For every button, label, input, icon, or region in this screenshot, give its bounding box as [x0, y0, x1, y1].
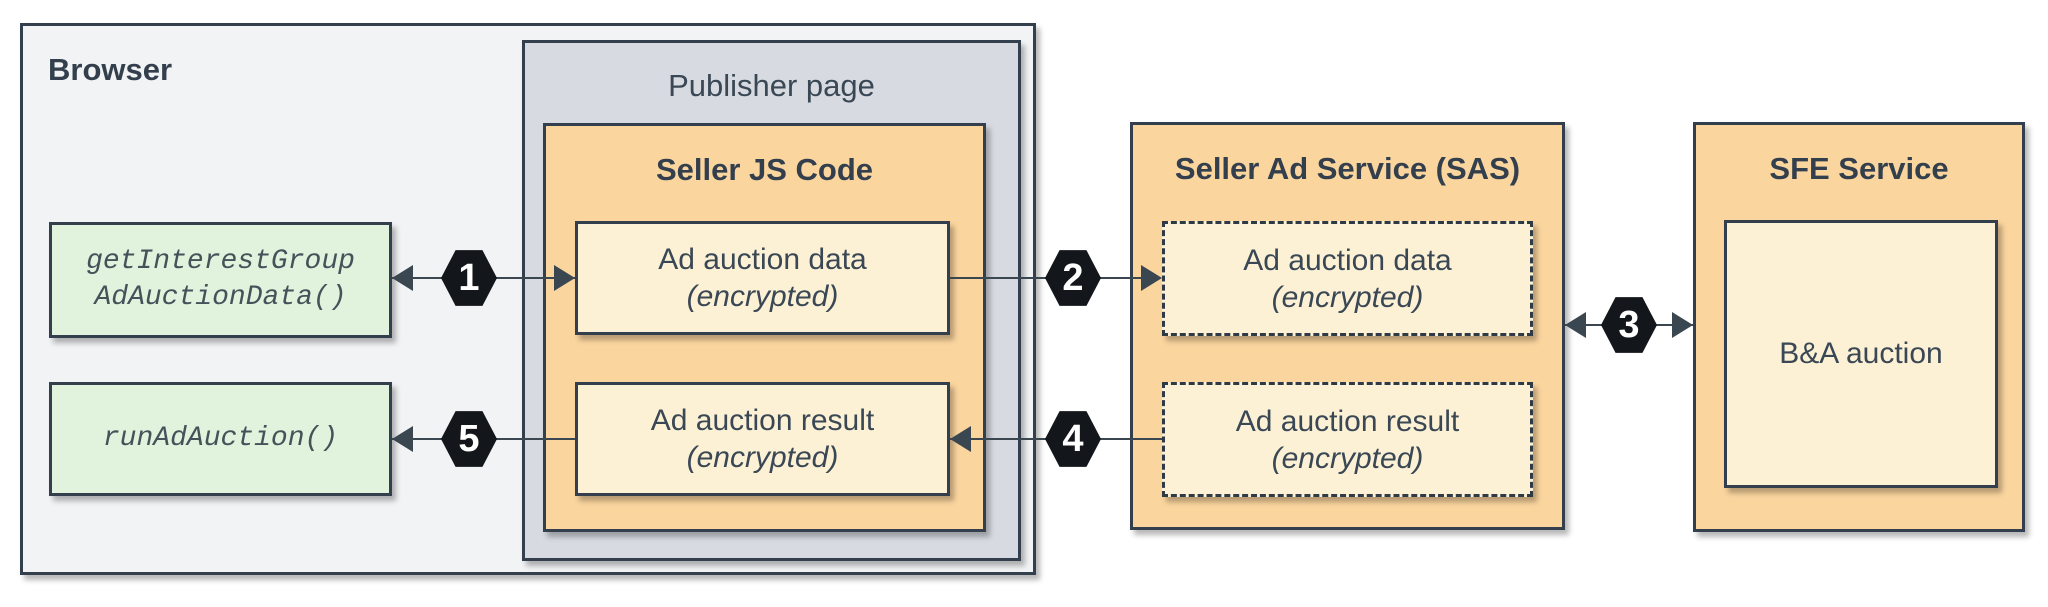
arrowhead-left-icon	[392, 265, 413, 291]
js-ad-auction-data-line2: (encrypted)	[686, 280, 839, 313]
arrowhead-left-icon	[1565, 312, 1586, 338]
sas-ad-auction-data-box: Ad auction data (encrypted)	[1162, 221, 1533, 336]
step-4-hexagon: 4	[1045, 411, 1101, 467]
step-5-number: 5	[458, 417, 480, 460]
step-3-number: 3	[1618, 303, 1640, 346]
sas-ad-auction-result-box: Ad auction result (encrypted)	[1162, 382, 1533, 497]
js-ad-auction-result-box: Ad auction result (encrypted)	[575, 382, 950, 496]
step-2-hexagon: 2	[1045, 250, 1101, 306]
ba-auction-box: B&A auction	[1724, 220, 1998, 488]
arrowhead-right-icon	[1672, 312, 1693, 338]
js-ad-auction-data-box: Ad auction data (encrypted)	[575, 221, 950, 335]
seller-ad-service-title: Seller Ad Service (SAS)	[1174, 151, 1521, 186]
sas-ad-auction-data-line1: Ad auction data	[1243, 243, 1452, 277]
js-ad-auction-data-line1: Ad auction data	[658, 243, 867, 276]
sas-ad-auction-data-line2: (encrypted)	[1271, 280, 1424, 314]
sfe-service-title: SFE Service	[1769, 151, 1949, 186]
run-ad-auction-line1: runAdAuction()	[102, 423, 339, 454]
step-4-number: 4	[1062, 417, 1084, 460]
get-interest-group-ad-auction-data-box: getInterestGroup AdAuctionData()	[49, 222, 392, 338]
publisher-page-label: Publisher page	[668, 68, 875, 103]
js-ad-auction-result-line1: Ad auction result	[650, 404, 875, 437]
arrowhead-right-icon	[1141, 265, 1162, 291]
sas-ad-auction-result-line1: Ad auction result	[1235, 404, 1460, 438]
step-2-number: 2	[1062, 256, 1084, 299]
arrowhead-left-icon	[950, 426, 971, 452]
get-interest-group-line1: getInterestGroup	[86, 246, 355, 277]
js-ad-auction-result-line2: (encrypted)	[686, 441, 839, 474]
sas-ad-auction-result-line2: (encrypted)	[1271, 441, 1424, 475]
get-interest-group-line2: AdAuctionData()	[94, 282, 347, 313]
ba-auction-label: B&A auction	[1779, 337, 1943, 370]
arrowhead-right-icon	[554, 265, 575, 291]
run-ad-auction-box: runAdAuction()	[49, 382, 392, 496]
step-3-hexagon: 3	[1601, 297, 1657, 353]
step-1-number: 1	[458, 256, 480, 299]
seller-js-code-title: Seller JS Code	[655, 152, 874, 187]
browser-label: Browser	[48, 52, 173, 87]
arrowhead-left-icon	[392, 426, 413, 452]
